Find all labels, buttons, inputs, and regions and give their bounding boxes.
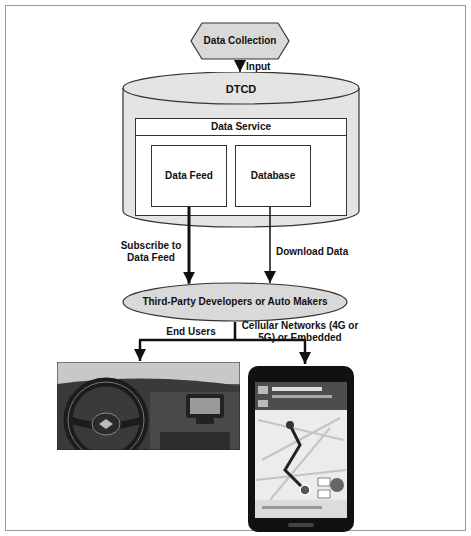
edge-label: Subscribe to Data Feed [118, 240, 184, 264]
component-box: Database [235, 145, 311, 207]
annotation-label: End Users [160, 326, 222, 338]
node-text: Data Collection [194, 22, 286, 60]
outer-frame [6, 6, 466, 531]
database-cylinder: DTCD Data ServiceData Feed Database [122, 72, 360, 228]
smartphone-photo [248, 366, 354, 532]
node-text: Data Feed [155, 145, 223, 207]
service-box: Data ServiceData Feed Database [135, 118, 347, 216]
node-text: DTCD [126, 83, 356, 95]
component-box: Data Feed [151, 145, 227, 207]
flow-arrow [239, 60, 241, 72]
node-text: Database [239, 145, 307, 207]
node-text: Third-Party Developers or Auto Makers [126, 282, 344, 322]
process-hexagon: Data Collection [190, 22, 290, 60]
edge-label: Input [246, 61, 286, 73]
edge-label: Download Data [276, 246, 366, 258]
annotation-label: Cellular Networks (4G or 5G) or Embedded [234, 320, 366, 344]
car-dashboard-photo [57, 362, 240, 450]
node-text: Data Service [139, 121, 343, 133]
actor-ellipse: Third-Party Developers or Auto Makers [122, 282, 348, 322]
